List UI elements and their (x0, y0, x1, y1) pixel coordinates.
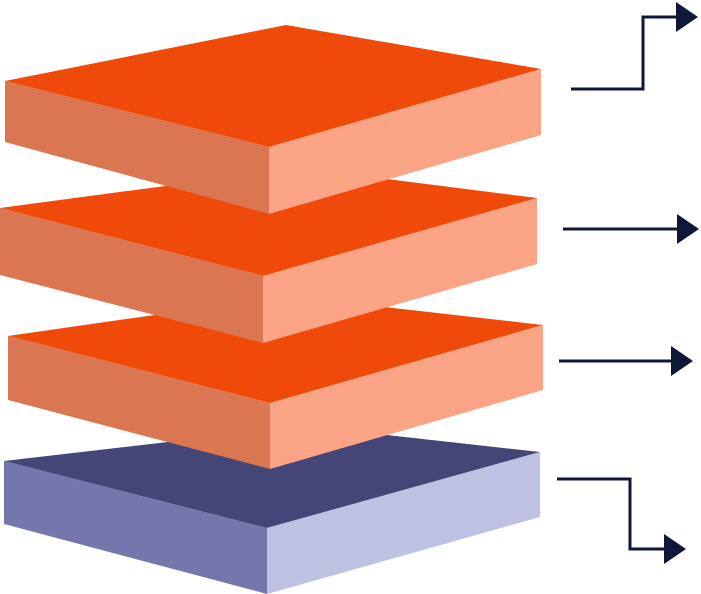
arrow-up-step-head (676, 2, 698, 32)
layer-3-slab (8, 296, 543, 469)
base-layer-left-face (4, 461, 267, 594)
arrow-up-step-line (571, 15, 680, 91)
base-layer-slab (4, 426, 540, 594)
layer-3-left-face (8, 336, 270, 469)
layer-2-right-face (263, 198, 537, 343)
layer-2-slab (0, 168, 537, 343)
arrow-down-step (557, 477, 686, 564)
arrow-down-step-line (557, 477, 668, 551)
layer-1-top-face (5, 25, 541, 147)
arrow-down-step-head (664, 534, 686, 564)
arrow-straight-2 (559, 346, 693, 376)
layer-1-slab (5, 25, 541, 214)
arrow-straight-1-head (677, 214, 699, 244)
arrow-straight-2-head (671, 346, 693, 376)
layer-1-left-face (5, 81, 269, 214)
arrow-up-step (571, 2, 698, 91)
layer-3-top-face (8, 296, 543, 403)
layer-1-right-face (269, 69, 541, 214)
base-layer-right-face (267, 452, 540, 594)
layer-2-top-face (0, 168, 537, 276)
arrow-straight-1 (563, 214, 699, 244)
layer-2-left-face (0, 208, 263, 343)
base-layer-top-face (4, 426, 540, 528)
layer-3-right-face (270, 325, 543, 469)
